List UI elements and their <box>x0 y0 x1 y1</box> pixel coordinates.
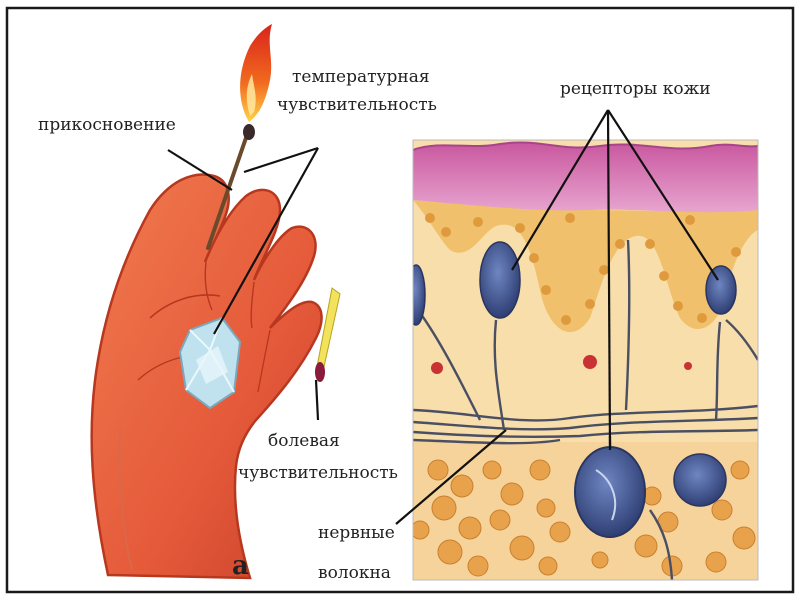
label-skin-receptors: рецепторы кожи <box>560 79 711 99</box>
blood-vessels <box>431 355 692 374</box>
receptor-pointer <box>511 109 609 271</box>
epidermis-layer <box>413 142 758 213</box>
pain-pointer <box>314 379 320 421</box>
leader-lines <box>167 109 719 525</box>
receptor-cells <box>413 241 737 538</box>
nerve-pointer <box>395 429 507 525</box>
figure-letter: а <box>232 551 249 581</box>
wrist-shading <box>118 429 133 571</box>
label-pain-line1: болевая <box>268 431 340 451</box>
temperature-pointer <box>213 147 319 335</box>
needle-shadow <box>315 362 325 382</box>
receptor-pointer <box>607 109 719 281</box>
label-nerve-line1: нервные <box>318 523 395 543</box>
skin-cross-section <box>413 140 758 580</box>
finger-crease <box>257 329 271 393</box>
ice-cube-icon <box>178 316 242 410</box>
figure-frame <box>5 6 795 594</box>
flame-icon <box>240 24 272 122</box>
match-stick <box>206 130 250 250</box>
label-touch: прикосновение <box>38 115 176 135</box>
finger-crease <box>204 261 213 311</box>
burning-match <box>206 24 272 250</box>
match-head <box>243 124 255 140</box>
touch-pointer <box>167 149 233 191</box>
label-nerve-line2: волокна <box>318 563 391 583</box>
nerve-fibers <box>413 239 758 580</box>
label-temperature-line1: температурная <box>292 67 430 87</box>
palm-line <box>149 294 221 319</box>
label-pain-line2: чувствительность <box>238 463 398 483</box>
needle-icon <box>315 287 341 382</box>
flame-core <box>246 74 256 116</box>
temperature-pointer <box>243 146 319 174</box>
skin-panel-border <box>412 139 759 581</box>
receptor-pointer <box>606 109 612 451</box>
finger-crease <box>250 281 255 329</box>
papillary-layer <box>413 200 758 333</box>
label-temperature-line2: чувствительность <box>277 95 437 115</box>
